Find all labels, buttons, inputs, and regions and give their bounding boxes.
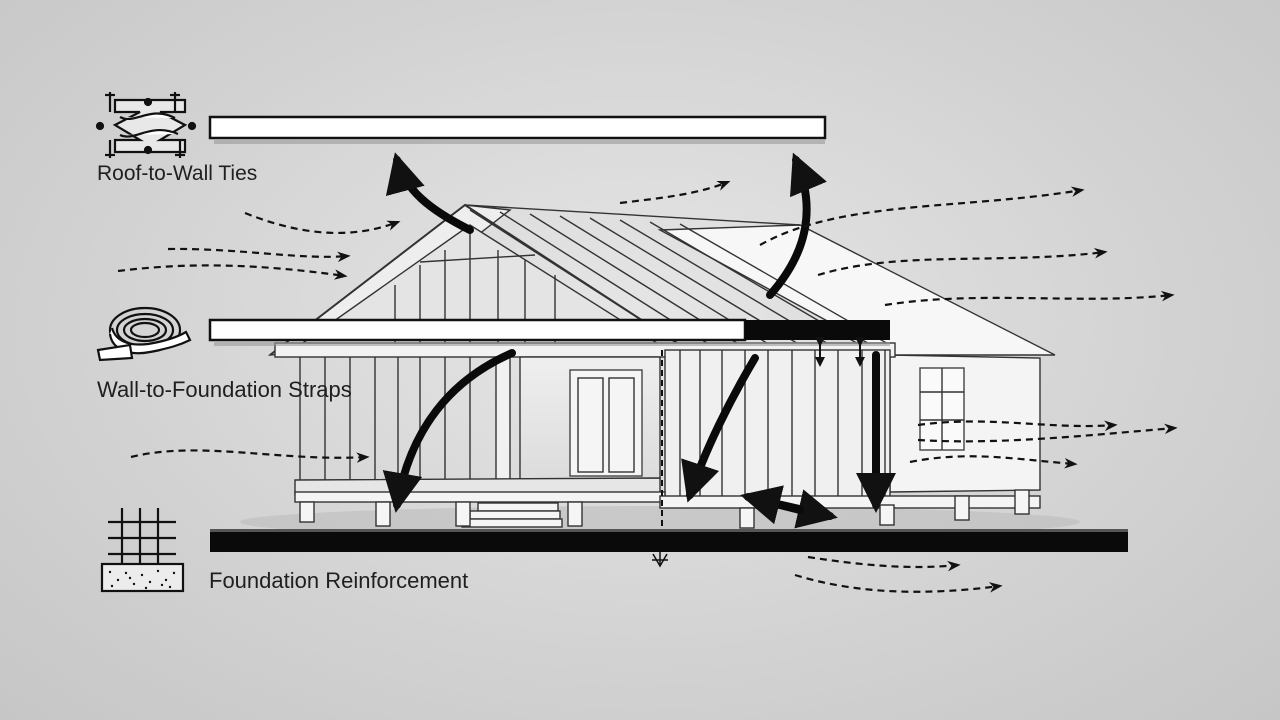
roof-to-wall-ties-label: Roof-to-Wall Ties [97, 162, 258, 185]
wall-strap-bar-shadow [214, 342, 890, 346]
foundation-reinforcement-label: Foundation Reinforcement [209, 568, 469, 593]
foundation-bar [210, 529, 1128, 552]
roof-tie-bar [208, 115, 827, 140]
wall-strap-bar-white [208, 318, 747, 342]
arrow-roof-right-up [766, 152, 827, 299]
rebar-grid-concrete-icon [100, 508, 185, 593]
arrow-wall-left-down [382, 349, 516, 513]
foundation-bar-highlight [210, 529, 1128, 532]
arrow-roof-left-up [385, 152, 474, 234]
load-path-arrows [382, 152, 896, 529]
strap-small-arrows [815, 337, 865, 367]
house-frame [267, 203, 1056, 529]
roof-tie-bar-shadow [214, 140, 825, 144]
anchor-mark-icon [652, 552, 668, 568]
wall-strap-bar-black [745, 320, 890, 340]
arrow-wall-center-down [681, 354, 759, 503]
hurricane-tie-plate-icon [95, 92, 197, 158]
coiled-strap-icon [96, 306, 192, 362]
wall-to-foundation-straps-label: Wall-to-Foundation Straps [97, 377, 352, 402]
wind-arrows [117, 180, 1178, 593]
arrow-base-horizontal-back [740, 485, 804, 525]
